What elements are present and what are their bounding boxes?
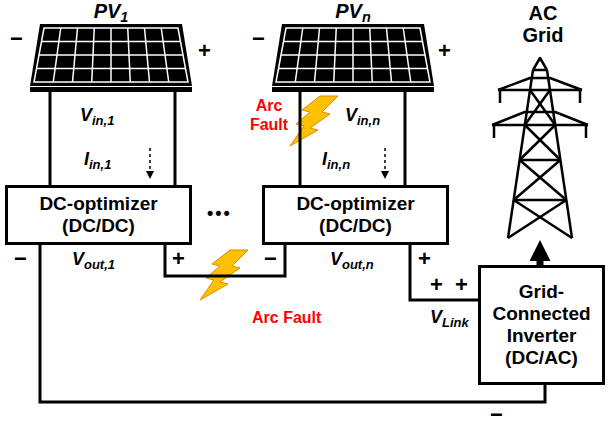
solar-panel bbox=[30, 24, 192, 92]
polarity-sign: + bbox=[430, 274, 443, 296]
wire bbox=[49, 92, 52, 185]
main-text: I bbox=[84, 149, 89, 169]
node-text: AC Grid bbox=[508, 2, 578, 46]
subscript: out,n bbox=[342, 257, 374, 272]
polarity-sign: − bbox=[264, 248, 277, 270]
polarity-sign: − bbox=[10, 28, 23, 50]
current-arrow bbox=[146, 148, 154, 179]
main-text: V bbox=[345, 105, 357, 125]
main-text: PV bbox=[335, 0, 362, 22]
signal-name: Vout,n bbox=[330, 250, 374, 272]
subscript: Link bbox=[442, 315, 469, 330]
polarity-sign: + bbox=[172, 248, 185, 270]
ac-grid: AC Grid bbox=[488, 2, 598, 240]
signal-name: Iin,1 bbox=[84, 150, 111, 172]
current-arrow bbox=[381, 148, 389, 179]
wire bbox=[40, 245, 545, 402]
inverter-box: Grid-Connected Inverter (DC/AC) bbox=[478, 265, 605, 385]
signal-name: Vout,1 bbox=[72, 250, 115, 272]
subscript: 1 bbox=[120, 9, 128, 25]
fault-label: Arc Fault bbox=[246, 96, 292, 134]
arc-fault-bolt bbox=[290, 96, 338, 146]
wire bbox=[299, 92, 302, 185]
polarity-sign: − bbox=[252, 28, 265, 50]
node-text: DC-optimizer (DC/DC) bbox=[268, 193, 443, 237]
subscript: in,n bbox=[327, 157, 350, 172]
ellipsis: ••• bbox=[207, 204, 232, 222]
wire bbox=[174, 92, 177, 185]
node-text: DC-optimizer (DC/DC) bbox=[11, 193, 186, 237]
subscript: in,n bbox=[357, 113, 380, 128]
fault-label: Arc Fault bbox=[252, 308, 321, 327]
signal-name: Iin,n bbox=[322, 150, 350, 172]
solar-panel bbox=[272, 24, 434, 92]
signal-name: Vin,1 bbox=[80, 106, 114, 128]
pv-panel: PVn bbox=[272, 0, 434, 92]
wire bbox=[165, 245, 285, 276]
optimizer-box: DC-optimizer (DC/DC) bbox=[262, 185, 449, 245]
node-text: PVn bbox=[272, 0, 434, 28]
subscript: in,1 bbox=[89, 157, 111, 172]
main-text: V bbox=[430, 307, 442, 327]
subscript: in,1 bbox=[92, 113, 114, 128]
signal-name: Vin,n bbox=[345, 106, 380, 128]
polarity-sign: + bbox=[438, 40, 451, 62]
subscript: out,1 bbox=[84, 257, 115, 272]
wire bbox=[404, 92, 407, 185]
transmission-tower bbox=[492, 58, 588, 238]
polarity-sign: + bbox=[455, 274, 468, 296]
node-text: PV1 bbox=[30, 0, 192, 28]
signal-name: VLink bbox=[430, 308, 469, 330]
main-text: V bbox=[330, 249, 342, 269]
optimizer-box: DC-optimizer (DC/DC) bbox=[5, 185, 192, 245]
polarity-sign: − bbox=[490, 404, 503, 426]
main-text: I bbox=[322, 149, 327, 169]
pv-panel: PV1 bbox=[30, 0, 192, 92]
polarity-sign: + bbox=[198, 40, 211, 62]
polarity-sign: + bbox=[418, 248, 431, 270]
power-arrow bbox=[537, 253, 544, 265]
main-text: V bbox=[72, 249, 84, 269]
polarity-sign: − bbox=[14, 248, 27, 270]
main-text: V bbox=[80, 105, 92, 125]
wire bbox=[410, 245, 478, 300]
node-text: Grid-Connected Inverter (DC/AC) bbox=[484, 281, 599, 368]
main-text: PV bbox=[94, 0, 121, 22]
subscript: n bbox=[362, 9, 371, 25]
